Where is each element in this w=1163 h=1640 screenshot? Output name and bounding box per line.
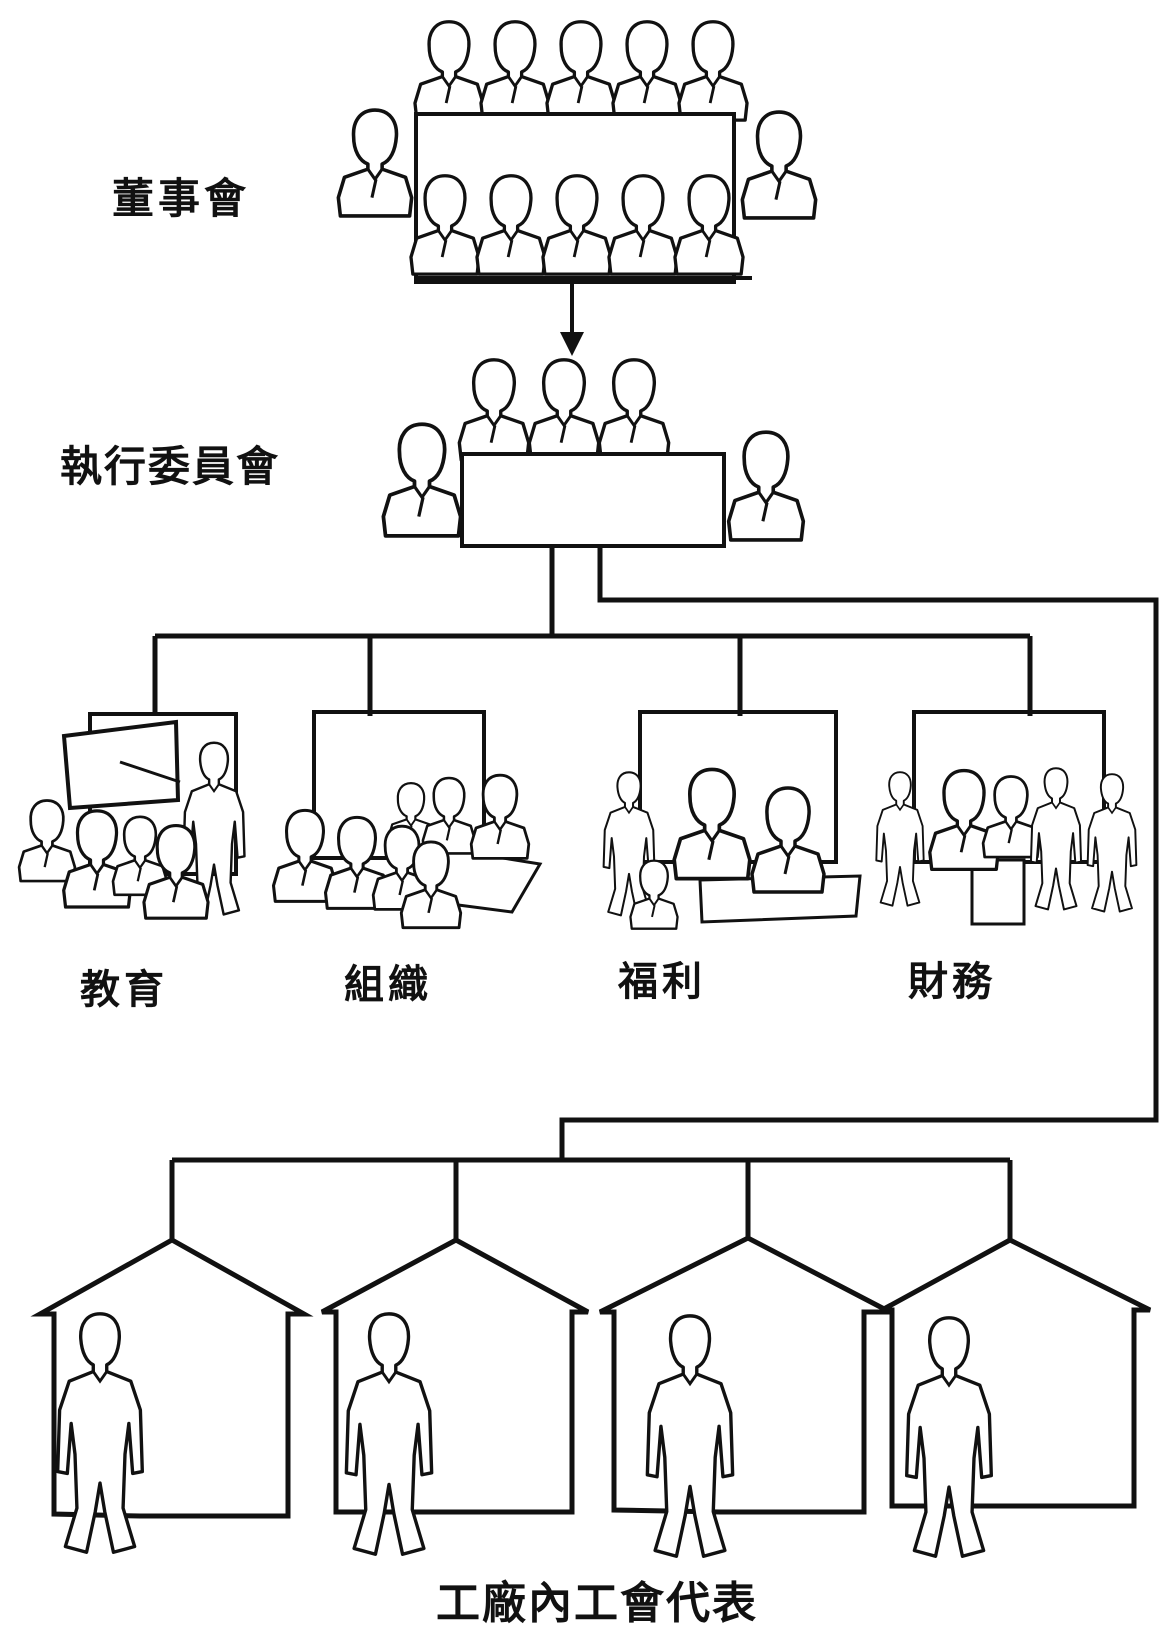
label-department-finance: 財務 <box>908 959 996 1005</box>
board-member-left <box>336 108 414 218</box>
department-welfare <box>602 710 862 930</box>
executive-table <box>460 452 726 548</box>
label-shop-representatives: 工廠內工會代表 <box>436 1578 758 1629</box>
board-member-right <box>740 110 818 220</box>
department-education <box>17 712 247 920</box>
label-department-education: 教育 <box>80 967 168 1013</box>
presentation-board <box>61 719 181 811</box>
factory-2 <box>320 1237 590 1557</box>
label-department-organization: 組織 <box>344 962 432 1008</box>
board-of-directors-group <box>336 20 818 284</box>
label-executive-committee: 執行委員會 <box>60 442 281 491</box>
label-board-of-directors: 董事會 <box>112 174 251 223</box>
factory-3 <box>598 1235 892 1559</box>
factory-4 <box>880 1237 1152 1559</box>
arrow-board-to-executive <box>560 280 584 356</box>
label-department-welfare: 福利 <box>618 959 706 1005</box>
factory-1 <box>30 1237 314 1555</box>
connector-lines <box>152 546 1159 1240</box>
executive-committee-group <box>381 358 806 548</box>
department-finance <box>875 710 1138 926</box>
department-organization <box>271 710 543 930</box>
board-members-top-row <box>413 20 749 122</box>
